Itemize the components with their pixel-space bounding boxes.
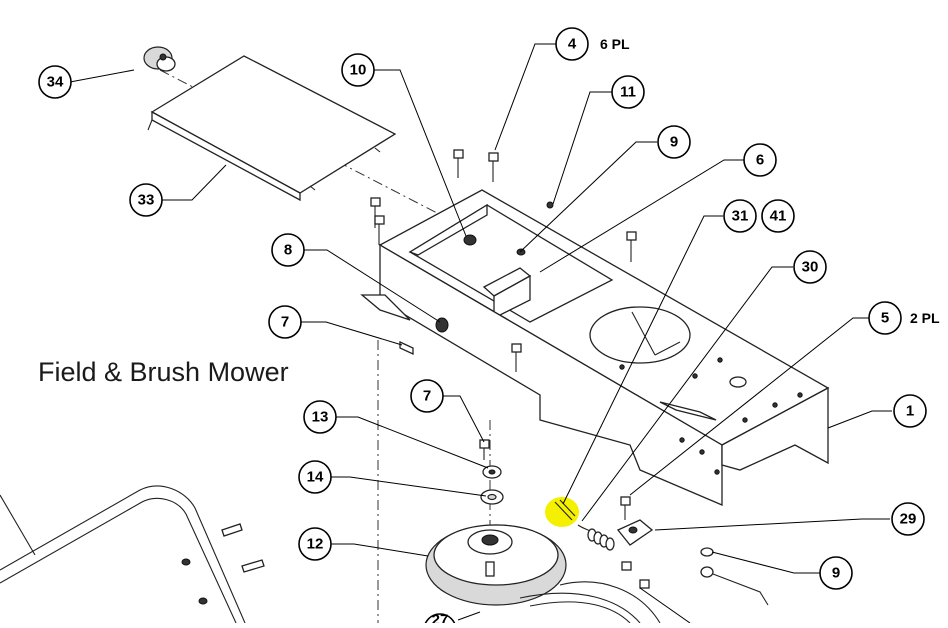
svg-text:10: 10	[350, 62, 367, 79]
svg-text:7: 7	[423, 388, 431, 405]
svg-text:41: 41	[770, 208, 787, 225]
svg-text:27: 27	[432, 612, 449, 624]
callout-27: 27	[423, 612, 457, 628]
callout-30: 30	[793, 250, 827, 284]
callout-6: 6	[743, 143, 777, 177]
svg-text:6: 6	[756, 152, 764, 169]
callout-10: 10	[341, 53, 375, 87]
svg-text:9: 9	[832, 565, 840, 582]
svg-text:29: 29	[900, 511, 917, 528]
bolts	[370, 149, 637, 460]
callout-8: 8	[271, 233, 305, 267]
washers	[480, 465, 504, 505]
callout-11: 11	[611, 75, 645, 109]
pulley	[425, 524, 661, 624]
spring-assembly	[545, 496, 769, 606]
callout-7-upper: 7	[268, 305, 302, 339]
svg-text:11: 11	[620, 84, 636, 101]
diagram-title: Field & Brush Mower	[38, 357, 289, 387]
knob	[143, 46, 176, 72]
svg-text:14: 14	[307, 469, 324, 486]
callout-7-lower: 7	[410, 379, 444, 413]
svg-text:33: 33	[138, 192, 155, 209]
handle-frame	[0, 485, 265, 624]
callout-29: 29	[891, 502, 925, 536]
highlight-mark	[545, 497, 579, 527]
svg-text:9: 9	[670, 134, 678, 151]
callout-12: 12	[298, 527, 332, 561]
callout-4-note: 6 PL	[600, 36, 630, 52]
svg-text:7: 7	[281, 314, 289, 331]
callout-5-note: 2 PL	[910, 310, 940, 326]
svg-text:8: 8	[284, 242, 292, 259]
callout-9-bottom: 9	[819, 556, 853, 590]
svg-text:1: 1	[906, 403, 914, 420]
svg-text:4: 4	[568, 36, 577, 53]
leader-lines	[69, 43, 892, 624]
svg-text:34: 34	[47, 74, 64, 91]
callout-41: 41	[761, 199, 795, 233]
svg-text:12: 12	[307, 536, 324, 553]
callout-1: 1	[893, 394, 927, 428]
spring	[587, 528, 615, 551]
main-housing	[360, 189, 830, 506]
cover-plate	[147, 55, 397, 202]
callout-9-top: 9	[657, 125, 691, 159]
callout-13: 13	[303, 400, 337, 434]
callout-5: 5 2 PL	[868, 301, 940, 335]
callout-31: 31	[723, 199, 757, 233]
callout-34: 34	[38, 65, 72, 99]
svg-text:5: 5	[881, 310, 889, 327]
svg-text:30: 30	[802, 259, 819, 276]
callout-14: 14	[298, 460, 332, 494]
callout-4: 4 6 PL	[555, 27, 630, 61]
callout-33: 33	[129, 183, 163, 217]
svg-text:13: 13	[312, 409, 329, 426]
svg-text:31: 31	[732, 208, 749, 225]
